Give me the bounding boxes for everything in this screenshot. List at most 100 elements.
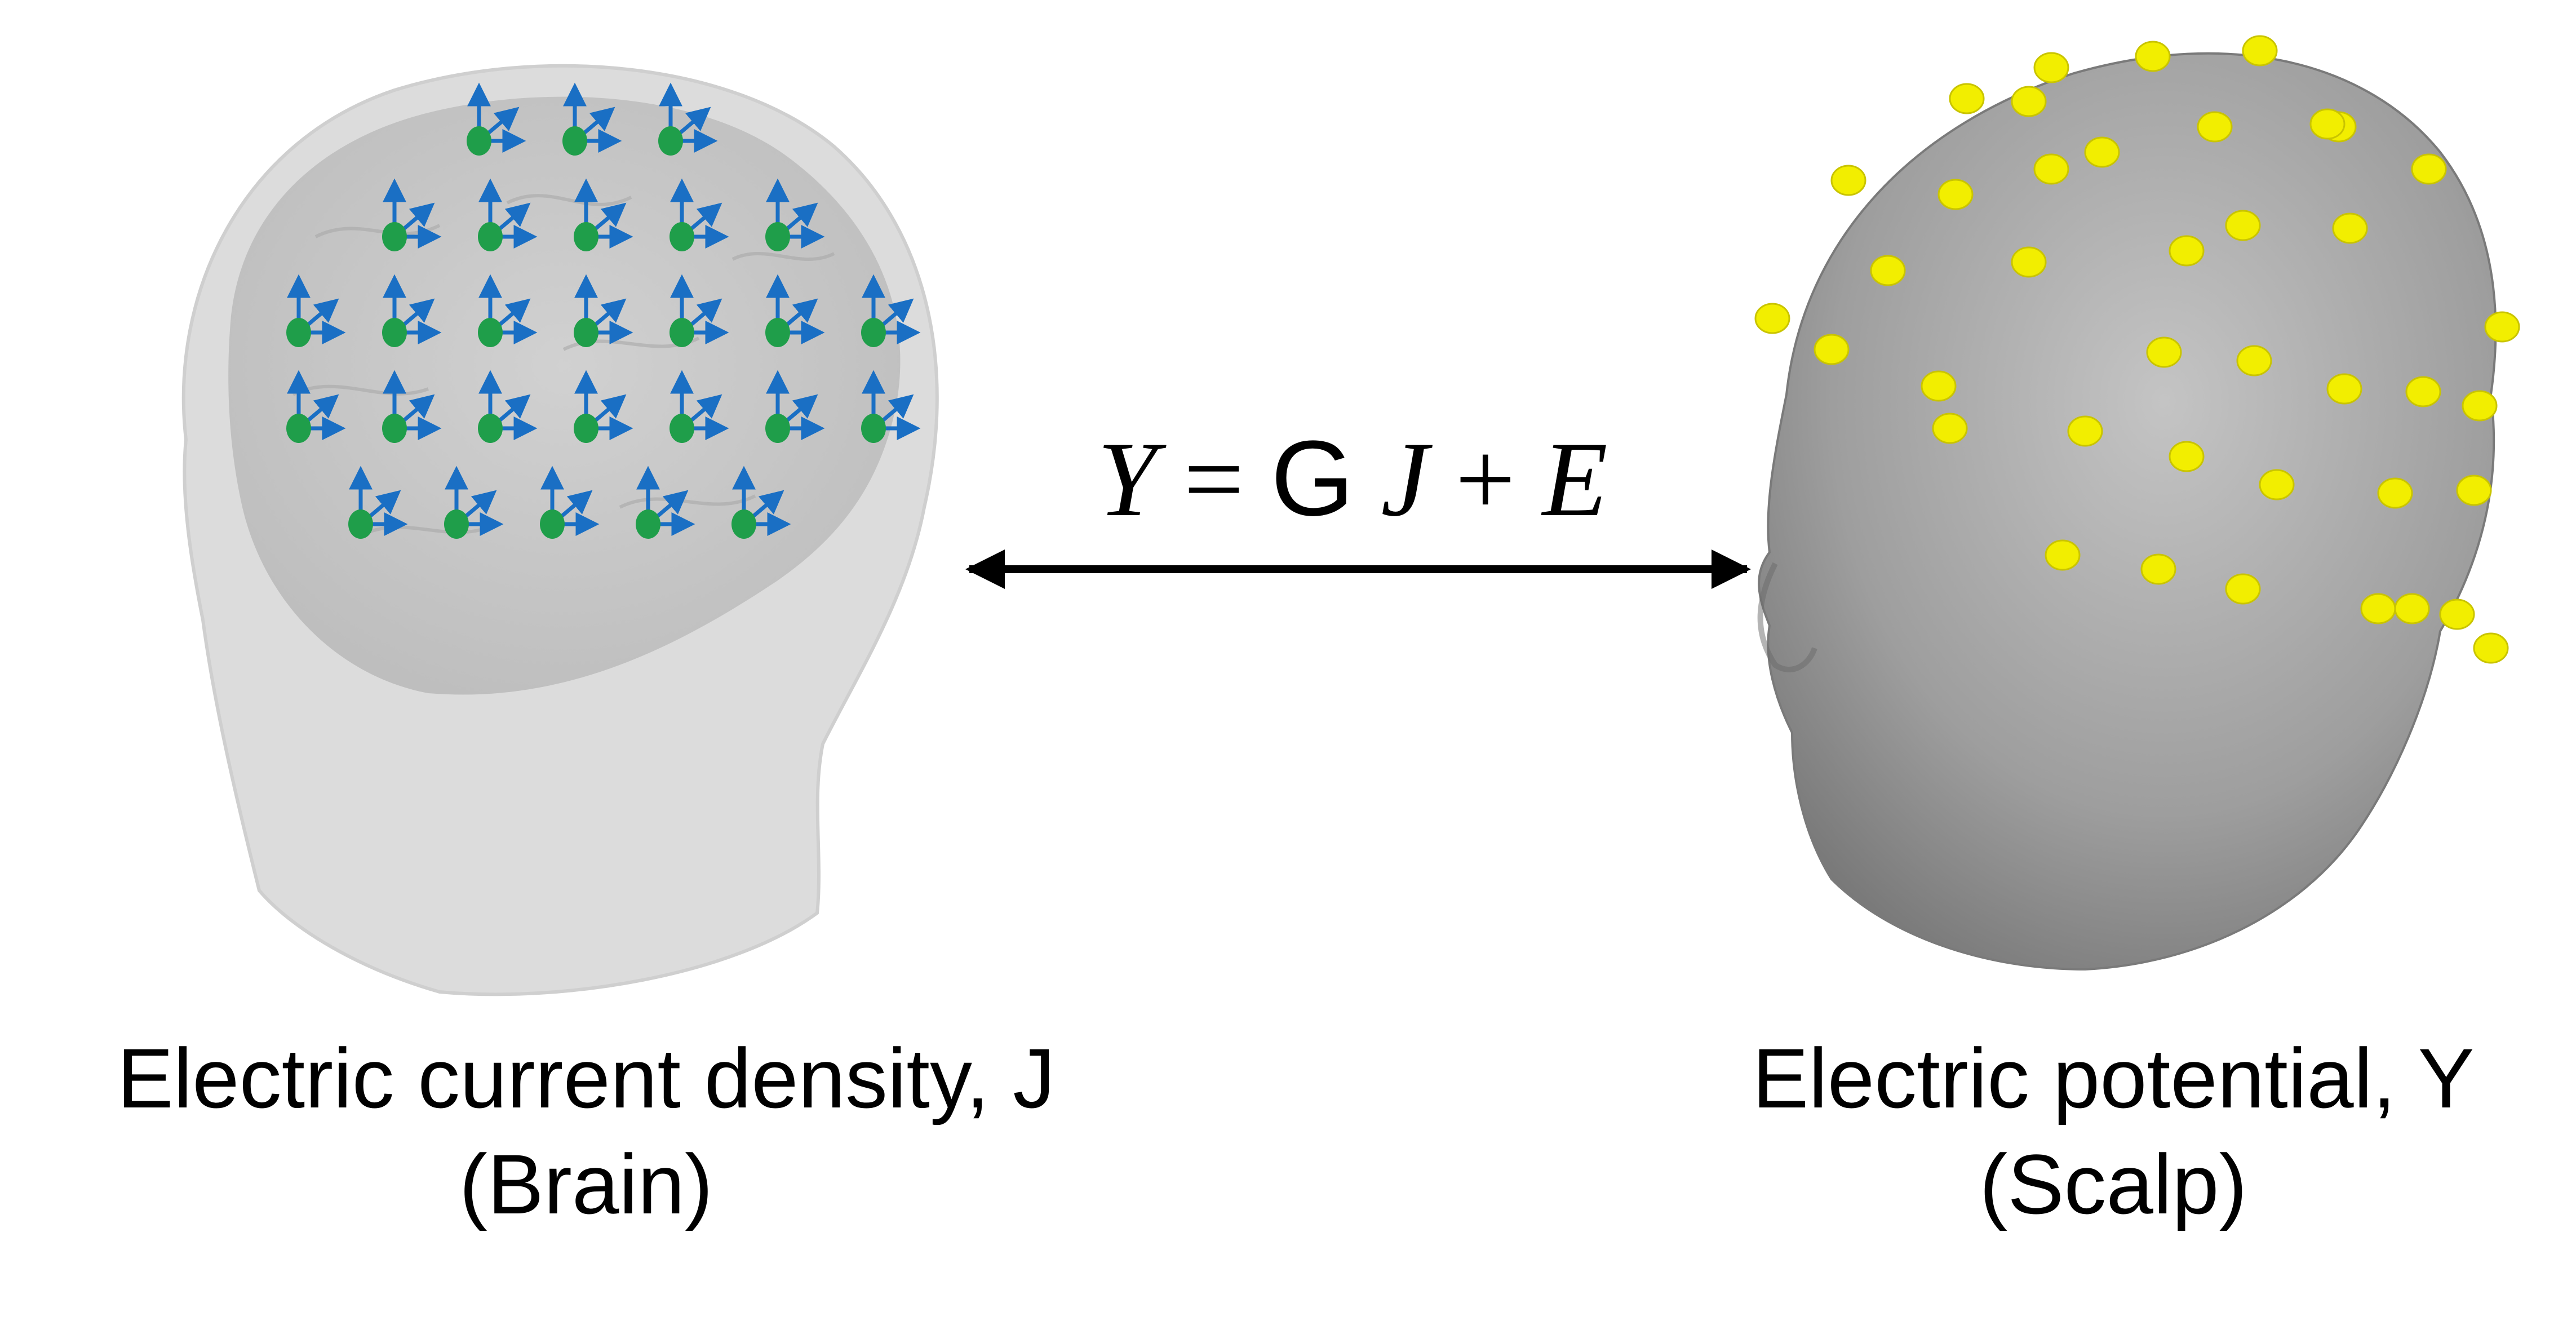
scalp-surface bbox=[1758, 52, 2497, 971]
eq-err: E bbox=[1542, 420, 1608, 539]
source-grid bbox=[286, 82, 921, 539]
brain-caption-line2: (Brain) bbox=[459, 1136, 713, 1231]
electrode bbox=[2067, 415, 2103, 447]
scalp-caption: Electric potential, Y (Scalp) bbox=[1662, 1026, 2564, 1237]
electrode bbox=[1937, 179, 1974, 210]
electrode bbox=[2225, 573, 2261, 605]
source-dot bbox=[636, 509, 660, 539]
source-dot bbox=[861, 318, 886, 347]
forward-model-equation: Y = G J + E bbox=[958, 417, 1747, 541]
source-dot bbox=[348, 509, 373, 539]
electrode bbox=[2456, 475, 2492, 506]
source-dipole bbox=[731, 466, 791, 539]
scalp-head bbox=[1757, 52, 2497, 971]
source-dot bbox=[467, 126, 491, 156]
nose bbox=[1757, 562, 1817, 673]
source-dipole bbox=[574, 178, 633, 251]
source-dipole bbox=[478, 274, 538, 347]
electrode bbox=[1754, 303, 1790, 334]
source-dipole bbox=[670, 370, 729, 443]
electrode bbox=[1830, 165, 1866, 196]
electrode bbox=[2242, 35, 2278, 67]
source-dipole bbox=[765, 178, 825, 251]
source-dot bbox=[478, 414, 503, 443]
source-dot bbox=[574, 414, 598, 443]
electrode bbox=[1921, 370, 1957, 402]
scalp-caption-line2: (Scalp) bbox=[1979, 1136, 2247, 1231]
electrode bbox=[1949, 83, 1985, 114]
source-dot bbox=[765, 222, 790, 251]
electrode bbox=[1932, 413, 1968, 444]
electrode bbox=[2259, 469, 2295, 500]
source-dipole bbox=[540, 466, 600, 539]
source-dot bbox=[540, 509, 565, 539]
source-dipole bbox=[286, 274, 346, 347]
source-dot bbox=[765, 318, 790, 347]
scalp-caption-line1: Electric potential, Y bbox=[1752, 1031, 2475, 1125]
electrode bbox=[1870, 255, 1906, 286]
source-dot bbox=[574, 318, 598, 347]
source-dipole bbox=[467, 82, 526, 156]
electrode bbox=[2197, 111, 2233, 143]
source-dot bbox=[478, 318, 503, 347]
source-dipole bbox=[562, 82, 622, 156]
eq-var: J bbox=[1381, 420, 1429, 539]
source-dot bbox=[670, 414, 694, 443]
source-dipole bbox=[478, 178, 538, 251]
electrode bbox=[2326, 373, 2362, 405]
electrode bbox=[2473, 632, 2509, 664]
electrode bbox=[2309, 108, 2346, 140]
electrode-array bbox=[1754, 35, 2520, 664]
eq-equals: = bbox=[1183, 420, 1244, 539]
source-dot bbox=[382, 222, 407, 251]
source-dot bbox=[765, 414, 790, 443]
source-dipole bbox=[444, 466, 504, 539]
source-dot bbox=[444, 509, 469, 539]
source-dipole bbox=[348, 466, 408, 539]
source-dipole bbox=[574, 370, 633, 443]
eq-lhs: Y bbox=[1097, 420, 1157, 539]
source-dot bbox=[670, 222, 694, 251]
brain-caption-line1: Electric current density, J bbox=[117, 1031, 1056, 1125]
source-dipole bbox=[286, 370, 346, 443]
source-dipole bbox=[382, 178, 442, 251]
eq-operator: G bbox=[1270, 419, 1354, 538]
electrode bbox=[1814, 334, 1850, 365]
electrode bbox=[2169, 235, 2205, 267]
electrode bbox=[2225, 210, 2261, 241]
electrode bbox=[2405, 376, 2441, 407]
electrode bbox=[2236, 345, 2272, 376]
electrode bbox=[2011, 86, 2047, 117]
electrode bbox=[2169, 441, 2205, 472]
source-dipole bbox=[861, 370, 921, 443]
source-dot bbox=[658, 126, 683, 156]
source-dot bbox=[382, 318, 407, 347]
source-dipole bbox=[765, 274, 825, 347]
electrode bbox=[2377, 477, 2413, 509]
source-dipole bbox=[765, 370, 825, 443]
source-dipole bbox=[382, 370, 442, 443]
electrode bbox=[2135, 41, 2171, 72]
source-dipole bbox=[478, 370, 538, 443]
electrode bbox=[2011, 246, 2047, 278]
source-dot bbox=[731, 509, 756, 539]
electrode bbox=[2084, 136, 2120, 168]
electrode bbox=[2033, 153, 2069, 185]
electrode bbox=[2146, 336, 2182, 368]
source-dipole bbox=[658, 82, 718, 156]
source-dot bbox=[382, 414, 407, 443]
electrode bbox=[2411, 153, 2447, 185]
source-dipole bbox=[670, 274, 729, 347]
electrode bbox=[2462, 390, 2498, 422]
source-dipole bbox=[382, 274, 442, 347]
electrode bbox=[2140, 553, 2176, 585]
source-dipole bbox=[574, 274, 633, 347]
electrode bbox=[2033, 52, 2069, 83]
source-dot bbox=[286, 318, 311, 347]
brain-caption: Electric current density, J (Brain) bbox=[23, 1026, 1150, 1237]
source-dot bbox=[478, 222, 503, 251]
source-dot bbox=[562, 126, 587, 156]
eq-plus: + bbox=[1455, 420, 1516, 539]
